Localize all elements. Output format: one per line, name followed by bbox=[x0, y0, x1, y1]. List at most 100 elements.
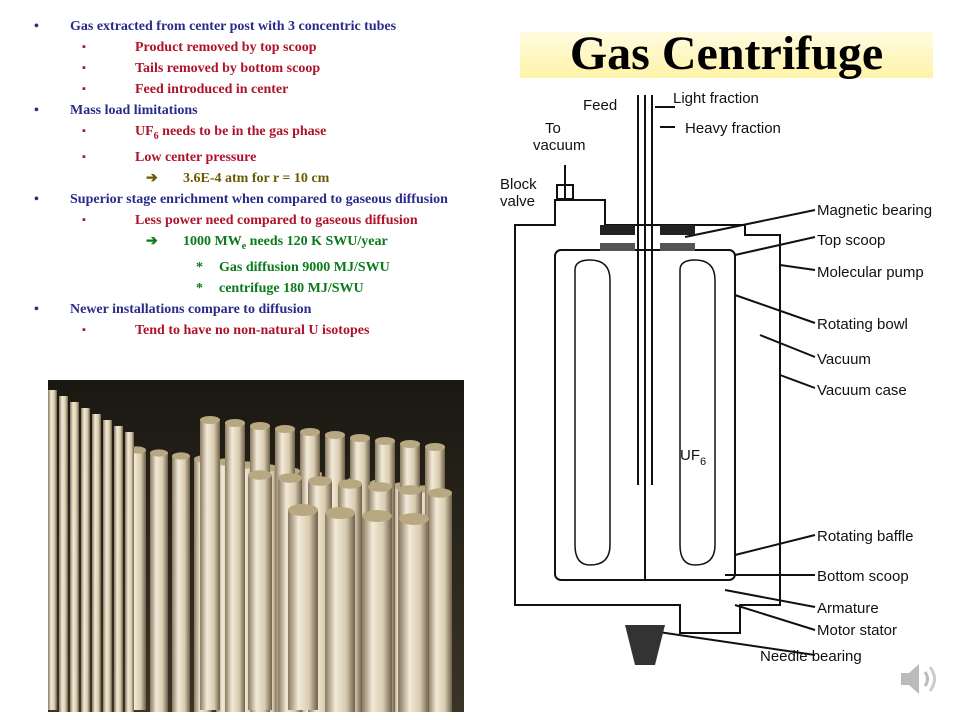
bullet-text: Feed introduced in center bbox=[135, 82, 289, 97]
label-needle-bearing: Needle bearing bbox=[760, 648, 862, 665]
bullet-3a: ▪ Less power need compared to gaseous dif… bbox=[30, 212, 480, 229]
star-marker: * bbox=[196, 259, 203, 275]
centrifuge-cylinder bbox=[70, 402, 79, 712]
bullet-2: • Mass load limitations bbox=[30, 102, 480, 119]
cylinder-cap bbox=[278, 473, 302, 483]
star-marker: * bbox=[196, 280, 203, 296]
label-armature: Armature bbox=[817, 600, 879, 617]
cylinder-cap bbox=[338, 479, 362, 489]
cylinder-cap bbox=[248, 470, 272, 480]
bullet-3: • Superior stage enrichment when compared… bbox=[30, 191, 480, 208]
label-magnetic-bearing: Magnetic bearing bbox=[817, 202, 932, 219]
bullet-text: Low center pressure bbox=[135, 149, 257, 165]
centrifuge-cylinder bbox=[125, 432, 134, 712]
centrifuge-diagram: Feed To vacuum Block valve Light fractio… bbox=[500, 90, 932, 665]
cylinder-cap bbox=[425, 443, 445, 451]
bullet-1a: ▪Product removed by top scoop bbox=[30, 39, 480, 56]
bullet-text-post: needs to be in the gas phase bbox=[158, 124, 327, 139]
cylinder-cap bbox=[325, 431, 345, 439]
bullet-text: Tend to have no non-natural U isotopes bbox=[135, 322, 370, 338]
cylinder-cap bbox=[250, 422, 270, 430]
centrifuge-cylinder bbox=[103, 420, 112, 712]
bullet-marker: ▪ bbox=[82, 150, 86, 163]
label-vacuum-case: Vacuum case bbox=[817, 382, 907, 399]
bullet-text: Gas diffusion 9000 MJ/SWU bbox=[219, 259, 390, 275]
centrifuge-cylinder bbox=[200, 420, 220, 710]
bullet-1b: ▪ Tails removed by bottom scoop bbox=[30, 60, 480, 77]
centrifuge-cylinder bbox=[225, 423, 245, 712]
label-motor-stator: Motor stator bbox=[817, 622, 897, 639]
bullet-marker: ▪ bbox=[82, 62, 86, 74]
cylinder-cap bbox=[150, 449, 168, 457]
label-to: To bbox=[545, 120, 561, 137]
cylinder-cap bbox=[275, 425, 295, 433]
bullet-marker: ▪ bbox=[82, 125, 86, 137]
cylinder-cap bbox=[200, 416, 220, 424]
bullet-text-pre: UF bbox=[135, 124, 154, 139]
label-rotating-bowl: Rotating bowl bbox=[817, 316, 908, 333]
bullet-text-pre: 1000 MW bbox=[183, 233, 242, 249]
bullet-1c: ▪ Feed introduced in center bbox=[30, 81, 480, 98]
label-molecular-pump: Molecular pump bbox=[817, 264, 924, 281]
label-feed: Feed bbox=[583, 97, 617, 114]
cylinder-cap bbox=[375, 437, 395, 445]
title-highlight-band bbox=[520, 32, 933, 78]
bullet-marker: ▪ bbox=[82, 83, 86, 95]
label-block: Block bbox=[500, 176, 537, 193]
bullet-3a1a: * Gas diffusion 9000 MJ/SWU bbox=[30, 259, 480, 276]
cylinder-cap bbox=[225, 419, 245, 427]
bullet-2b1: ➔3.6E-4 atm for r = 10 cm bbox=[30, 170, 480, 187]
bullet-marker: • bbox=[34, 103, 39, 118]
bullet-list: • Gas extracted from center post with 3 c… bbox=[30, 18, 480, 343]
bullet-marker: ▪ bbox=[82, 41, 86, 53]
label-valve: valve bbox=[500, 193, 535, 210]
bullet-4a: ▪Tend to have no non-natural U isotopes bbox=[30, 322, 480, 339]
centrifuge-cylinder bbox=[48, 390, 57, 710]
bullet-marker: • bbox=[34, 191, 39, 207]
bullet-text: Less power need compared to gaseous diff… bbox=[135, 212, 418, 228]
centrifuge-cylinder bbox=[150, 453, 168, 712]
label-bottom-scoop: Bottom scoop bbox=[817, 568, 909, 585]
label-rotating-baffle: Rotating baffle bbox=[817, 528, 913, 545]
label-top-scoop: Top scoop bbox=[817, 232, 885, 249]
centrifuge-cylinder bbox=[114, 426, 123, 712]
bullet-marker: ▪ bbox=[82, 213, 86, 226]
bullet-marker: • bbox=[34, 19, 39, 34]
centrifuge-cylinder bbox=[81, 408, 90, 712]
cylinder-cap bbox=[308, 476, 332, 486]
bullet-4: • Newer installations compare to diffusio… bbox=[30, 301, 480, 318]
bullet-marker: • bbox=[34, 301, 39, 317]
uf-subscript: 6 bbox=[700, 456, 706, 468]
label-vacuum-left: vacuum bbox=[533, 137, 586, 154]
cylinder-cap bbox=[362, 510, 392, 522]
centrifuge-cylinder bbox=[288, 510, 318, 710]
cylinder-cap bbox=[428, 488, 452, 498]
bullet-3a1b: * centrifuge 180 MJ/SWU bbox=[30, 280, 480, 297]
cylinder-cap bbox=[399, 513, 429, 525]
centrifuge-cylinder bbox=[428, 493, 452, 712]
centrifuge-cylinder bbox=[59, 396, 68, 712]
cylinder-cap bbox=[350, 434, 370, 442]
speaker-icon[interactable] bbox=[895, 655, 943, 703]
slide-title: Gas Centrifuge bbox=[569, 27, 884, 80]
bullet-text-post: needs 120 K SWU/year bbox=[246, 233, 388, 249]
label-heavy-fraction: Heavy fraction bbox=[685, 120, 781, 137]
bullet-text: Superior stage enrichment when compared … bbox=[70, 191, 448, 207]
label-vacuum: Vacuum bbox=[817, 351, 871, 368]
subscript: e bbox=[241, 240, 247, 252]
bullet-text: centrifuge 180 MJ/SWU bbox=[219, 280, 364, 296]
arrow-marker: ➔ bbox=[146, 233, 158, 249]
centrifuge-cylinder bbox=[399, 519, 429, 712]
centrifuge-cascade-photo bbox=[48, 380, 464, 712]
cylinder-cap bbox=[172, 452, 190, 460]
centrifuge-cylinder bbox=[92, 414, 101, 712]
bullet-text: Gas extracted from center post with 3 co… bbox=[70, 19, 397, 34]
bullet-2a: ▪UF6 needs to be in the gas phase bbox=[30, 123, 480, 145]
cylinder-cap bbox=[398, 485, 422, 495]
centrifuge-cylinder bbox=[325, 513, 355, 712]
bullet-text: Mass load limitations bbox=[70, 103, 198, 118]
cylinder-cap bbox=[300, 428, 320, 436]
bullet-text: Newer installations compare to diffusion bbox=[70, 301, 312, 317]
cylinder-cap bbox=[368, 482, 392, 492]
bullet-text: Tails removed by bottom scoop bbox=[135, 61, 321, 76]
